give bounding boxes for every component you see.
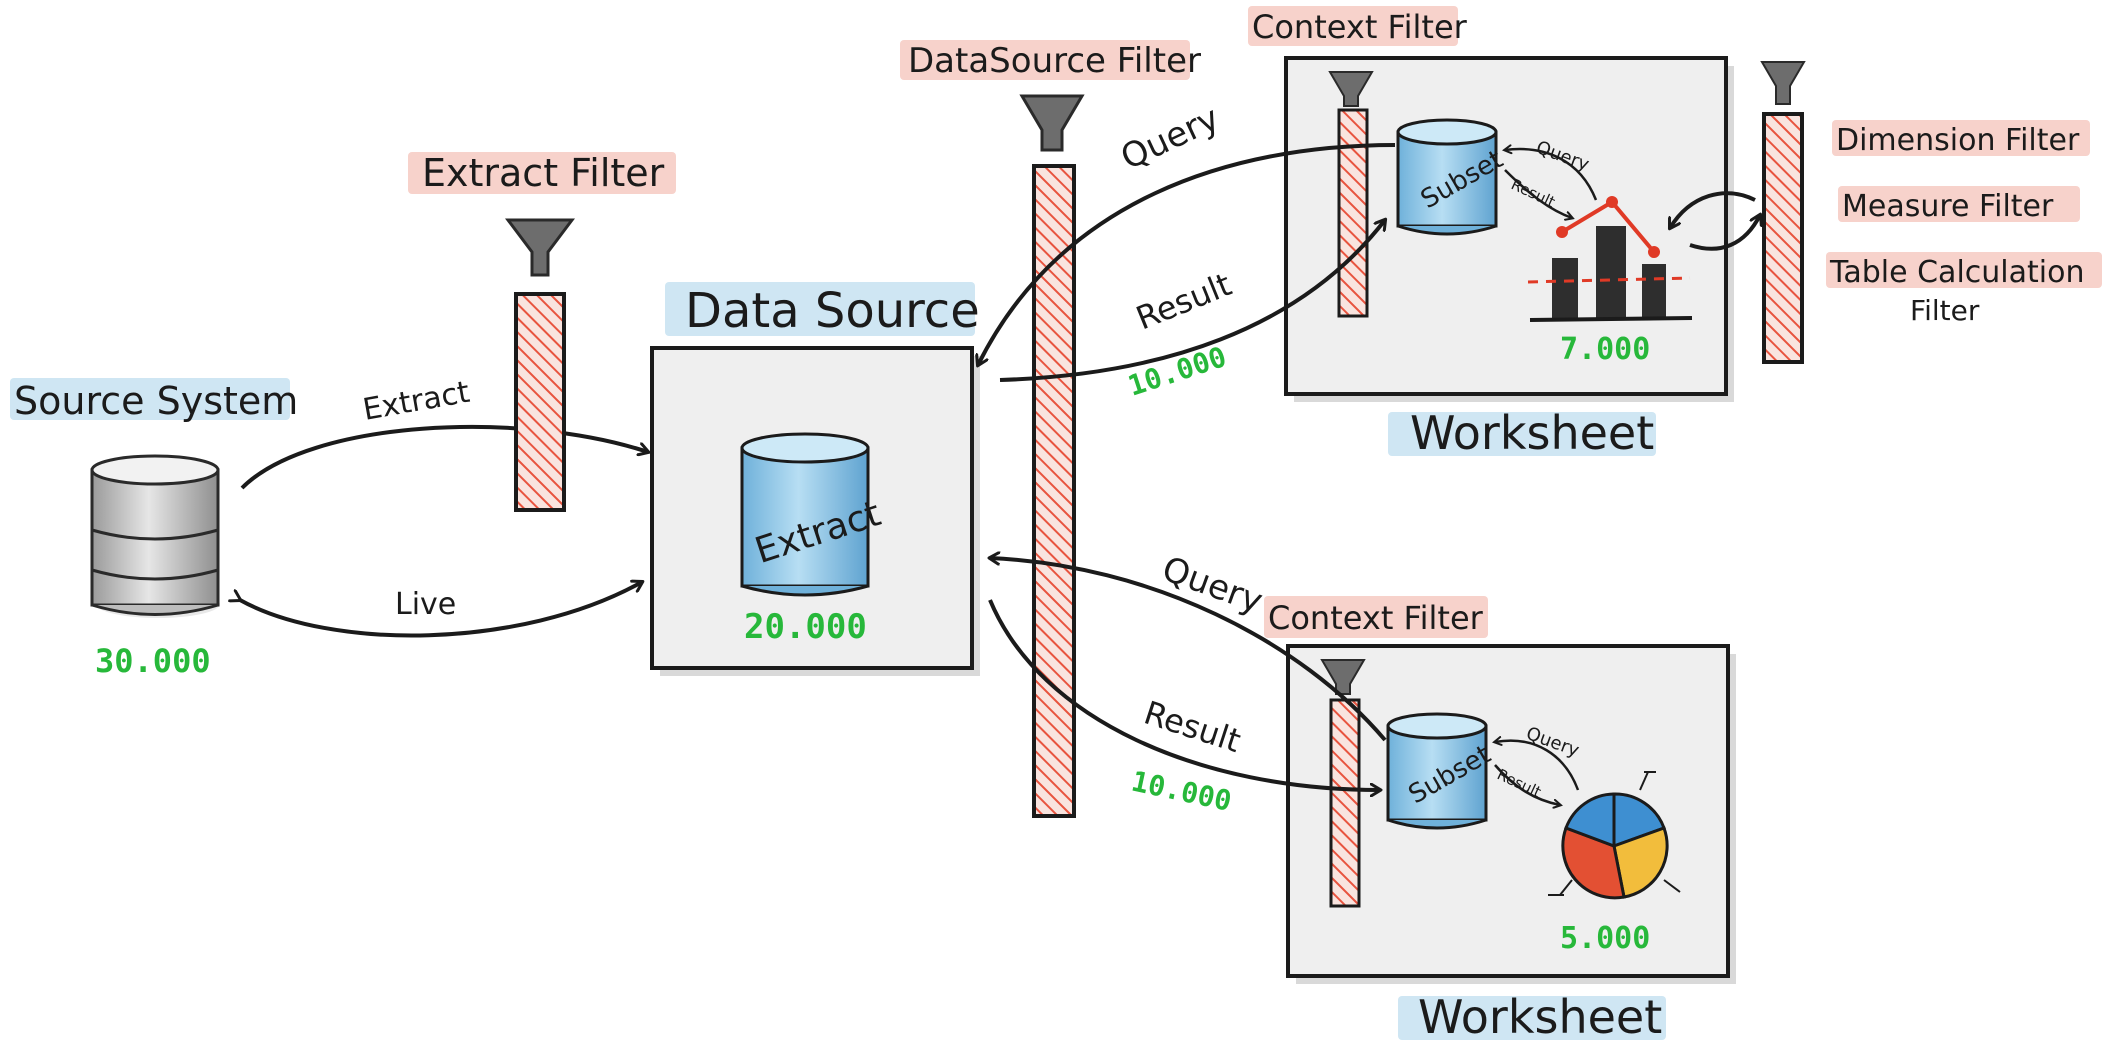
table-calc-filter-bg [1826, 252, 2102, 288]
context-filter-title-bottom: Context Filter [1268, 599, 1484, 637]
table-calc-filter-label-1: Table Calculation [1829, 255, 2084, 290]
data-source-label-bg [665, 282, 975, 336]
data-source-title: Data Source [685, 283, 980, 339]
measure-filter-bg [1838, 186, 2080, 222]
query-arrow-top [978, 143, 1396, 365]
context-filter-title: Context Filter [1252, 8, 1468, 46]
inner-result-arrow [1494, 764, 1560, 805]
data-source-filter-title: DataSource Filter [908, 41, 1201, 81]
live-arrow [240, 582, 642, 638]
dimension-filter-label: Dimension Filter [1836, 123, 2080, 158]
extract-filter-bar [514, 292, 566, 512]
subset-cylinder-icon [1396, 118, 1498, 236]
funnel-icon [505, 218, 575, 277]
worksheet-filters: Dimension Filter Measure Filter Table Ca… [1670, 61, 2102, 364]
worksheet-filter-arrow-right [1689, 215, 1760, 251]
bar-line-chart-icon [1527, 196, 1693, 322]
table-calc-filter-label-2: Filter [1910, 294, 1980, 327]
measure-filter-label: Measure Filter [1842, 189, 2054, 224]
source-system: Source System 30.000 [10, 378, 298, 680]
context-filter-label-bg [1264, 596, 1488, 638]
database-icon [90, 454, 220, 618]
result-arrow-bottom [988, 599, 1380, 790]
funnel-icon [1320, 659, 1366, 695]
extract-filter-label-bg [408, 152, 676, 194]
extract-arrow [240, 424, 648, 490]
extract-connection-label: Extract [360, 375, 472, 428]
extract-filter: Extract Filter [408, 151, 676, 512]
dimension-filter-bg [1832, 120, 2090, 156]
source-system-label-bg [10, 378, 290, 420]
source-system-title: Source System [14, 379, 298, 423]
extract-filter-title: Extract Filter [422, 151, 665, 195]
worksheet-label-bg [1398, 996, 1666, 1040]
worksheet-label-bg [1388, 412, 1656, 456]
live-connection-label: Live [395, 587, 456, 622]
worksheet-bottom: Context Filter Subset Query Result 5.000 [1264, 596, 1736, 1044]
inner-result-arrow [1504, 169, 1572, 218]
query-label-top: Query [1115, 98, 1226, 178]
worksheet-filter-bar [1762, 112, 1804, 364]
worksheet-bottom-title: Worksheet [1418, 990, 1662, 1044]
source-connections: Extract Live [240, 375, 648, 638]
result-count-top: 10.000 [1124, 340, 1230, 403]
result-label-top: Result [1131, 265, 1237, 337]
query-arrow-bottom [990, 558, 1387, 742]
context-filter-label-bg [1248, 6, 1458, 46]
funnel-icon [1019, 94, 1085, 152]
worksheet-top: Context Filter Subset Query Result 7.000 [1248, 6, 1734, 460]
source-system-count: 30.000 [95, 642, 211, 680]
inner-query-arrow [1495, 741, 1580, 791]
data-source: Data Source Extract 20.000 [650, 282, 980, 676]
context-filter-bar-bottom [1329, 698, 1361, 908]
funnel-icon [1760, 61, 1806, 105]
result-arrow-top [999, 220, 1385, 382]
data-source-filter-label-bg [900, 40, 1190, 80]
worksheet-top-title: Worksheet [1410, 406, 1654, 460]
data-source-count: 20.000 [744, 607, 867, 647]
funnel-icon [1328, 71, 1374, 107]
context-filter-bar [1337, 108, 1369, 318]
worksheet-bottom-count: 5.000 [1560, 921, 1650, 956]
worksheet-filter-arrow-left [1670, 191, 1756, 228]
worksheet-top-count: 7.000 [1560, 332, 1650, 367]
inner-query-arrow [1505, 149, 1598, 201]
pie-chart-icon [1548, 771, 1681, 900]
subset-cylinder-icon [1386, 712, 1488, 830]
extract-cylinder-icon [740, 432, 870, 597]
result-count-bottom: 10.000 [1129, 765, 1235, 818]
